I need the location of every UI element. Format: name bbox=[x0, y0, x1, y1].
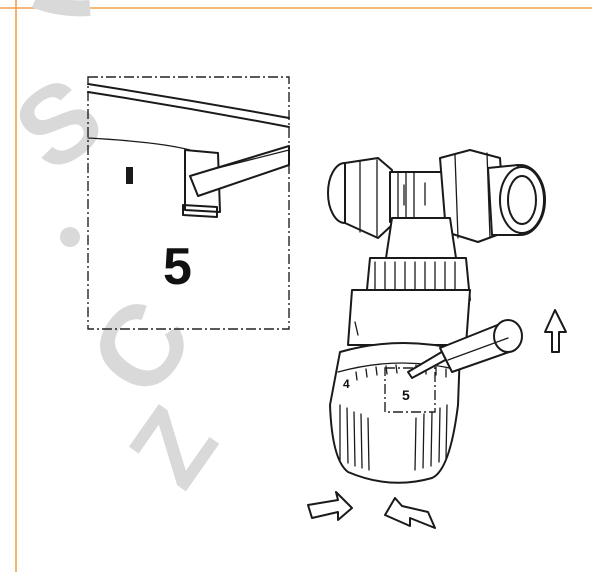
inset-dashed-border bbox=[87, 76, 290, 330]
watermark-dot bbox=[60, 227, 80, 247]
pipe-connector bbox=[389, 171, 446, 223]
screwdriver-shaft bbox=[189, 145, 290, 197]
thermostatic-head: 4 5 bbox=[329, 342, 461, 484]
valve-assembly: 4 5 bbox=[327, 149, 546, 484]
rotation-arrow-right bbox=[384, 497, 436, 529]
scale-tick-mark bbox=[126, 167, 133, 184]
dial-digit-left: 4 bbox=[343, 377, 350, 391]
dial-digit-center: 5 bbox=[402, 387, 410, 403]
dial-highlight-box bbox=[384, 367, 436, 413]
watermark-letter-s: S bbox=[0, 53, 124, 196]
up-arrow bbox=[544, 309, 567, 353]
valve-neck bbox=[385, 217, 457, 259]
watermark: S C Z bbox=[0, 0, 240, 507]
left-union-nut bbox=[327, 157, 393, 239]
inset-detail: 5 bbox=[87, 76, 290, 330]
valve-collar bbox=[347, 289, 471, 346]
inset-scale-digit: 5 bbox=[163, 238, 192, 296]
rotation-arrow-left bbox=[307, 491, 353, 521]
screwdriver bbox=[407, 319, 523, 379]
right-union-nut bbox=[439, 149, 546, 243]
